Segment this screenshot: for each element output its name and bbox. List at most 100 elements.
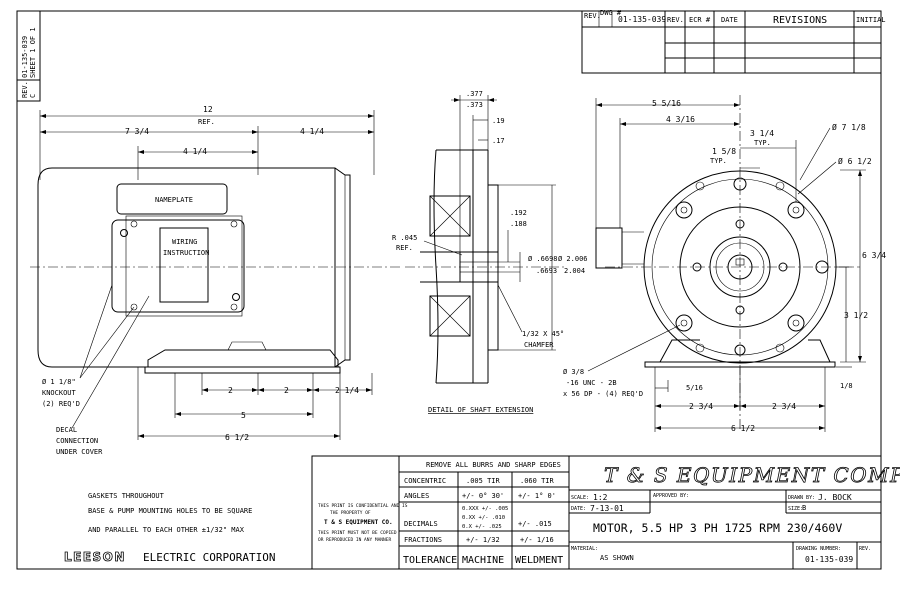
decal-label-2: CONNECTION [56,437,98,445]
rev-header-initial: INITIAL [856,16,886,24]
rev-header-ecr: ECR # [689,16,711,24]
tol-row-concentric-machine: .005 TIR [466,477,501,485]
dim-2006: Ø 2.006 [558,255,588,263]
general-notes: GASKETS THROUGHOUT BASE & PUMP MOUNTING … [88,492,252,534]
nameplate [116,183,228,215]
dim-158: 1 5/8 [712,147,736,156]
date-label: DATE: [571,506,586,512]
dim-234-left: 2 3/4 [689,402,713,411]
dim-6698: Ø .6698 [528,255,558,263]
approved-label: APPROVED BY: [653,493,689,499]
drawn-value: J. BOCK [818,493,852,502]
dim-314-typ: TYP. [754,139,771,147]
leeson-brand-rest: ELECTRIC CORPORATION [143,551,275,564]
dim-516: 5/16 [686,384,703,392]
scale-label: SCALE: [571,495,589,501]
dim-inner-length: 4 1/4 [183,147,207,156]
company-name: T & S EQUIPMENT COMPANY [604,463,900,487]
confidential-line-2: THE PROPERTY OF [330,510,371,516]
note-line-3: AND PARALLEL TO EACH OTHER ±1/32" MAX [88,526,245,534]
tol-row-decimals-machine-b: 0.XX +/- .010 [462,515,505,521]
tol-row-angles-label: ANGLES [404,492,429,500]
side-margin-block: 01-135-039 SHEET 1 OF 1 REV. C [16,10,41,102]
rev-dwg-number: 01-135-039 [618,15,666,24]
tol-row-angles-weldment: +/- 1° 0' [518,492,556,500]
dim-634: 6 3/4 [862,251,886,260]
side-drawing-number: 01-135-039 [21,36,29,78]
tol-row-concentric-weldment: .060 TIR [520,477,555,485]
tap-note-3: x 56 DP - (4) REQ'D [563,390,643,398]
dia-612: Ø 6 1/2 [838,156,872,166]
dim-18: 1/8 [840,382,853,390]
dim-2004: 2.004 [564,267,585,275]
side-rev-value: C [29,94,37,98]
shaft-detail: .377 .373 .19 .17 .192 .188 Ø .6698 .669… [392,90,588,414]
knockout-label-1: Ø 1 1/8" [42,378,76,386]
dim-373: .373 [466,101,483,109]
dim-overall-length: 12 [203,105,213,114]
rev-header-revisions: REVISIONS [773,15,827,26]
tol-row-concentric-label: CONCENTRIC [404,477,446,485]
tol-row-decimals-weldment: +/- .015 [518,520,552,528]
note-line-1: GASKETS THROUGHOUT [88,492,165,500]
nameplate-label: NAMEPLATE [155,196,193,204]
dim-234-right: 2 3/4 [772,402,796,411]
radius-label-2: REF. [396,244,413,252]
side-view: 12 REF. 7 3/4 4 1/4 4 1/4 NAMEPLATE WIRI… [30,105,400,456]
tol-row-fractions-machine: +/- 1/32 [466,536,500,544]
rev-header-date: DATE [721,16,738,24]
wiring-label-1: WIRING [172,238,197,246]
size-value: B [802,504,806,512]
dim-158-typ: TYP. [710,157,727,165]
dim-right-length: 4 1/4 [300,127,324,136]
tol-footer-weldment: WELDMENT [515,555,563,566]
confidential-line-4: OR REPRODUCED IN ANY MANNER [318,537,391,543]
title-block: T & S EQUIPMENT COMPANY SCALE: 1:2 DATE:… [568,455,900,570]
size-label: SIZE: [788,506,803,512]
scale-value: 1:2 [593,493,608,502]
dim-612-bottom: 6 1/2 [731,424,755,433]
dim-left-length: 7 3/4 [125,127,149,136]
note-line-2: BASE & PUMP MOUNTING HOLES TO BE SQUARE [88,507,252,515]
tol-row-fractions-label: FRACTIONS [404,536,442,544]
decal-label-3: UNDER COVER [56,448,103,456]
confidential-line-1: THIS PRINT IS CONFIDENTIAL AND IS [318,503,408,509]
rev-header-rev: REV. [584,12,601,20]
tol-row-decimals-label: DECIMALS [404,520,438,528]
dim-base-2: 2 [284,386,289,395]
tap-note-1: Ø 3/8 [563,368,584,376]
material-value: AS SHOWN [600,554,634,562]
dim-base-3: 2 1/4 [335,386,359,395]
dim-6693: .6693 [536,267,557,275]
dim-overall-ref: REF. [198,118,215,126]
dim-312: 3 1/2 [844,311,868,320]
tolerance-block: REMOVE ALL BURRS AND SHARP EDGES CONCENT… [311,455,570,570]
drawing-number-value: 01-135-039 [805,555,853,564]
tolerance-header: REMOVE ALL BURRS AND SHARP EDGES [426,461,561,469]
end-view: 5 5/16 4 3/16 3 1/4 TYP. 1 5/8 TYP. Ø 7 … [563,95,886,433]
decal-label-1: DECAL [56,426,77,434]
tap-note-2: -16 UNC - 2B [566,379,617,387]
dim-4316: 4 3/16 [666,115,695,124]
leeson-brand: LEESON [64,550,126,564]
drawn-label: DRAWN BY: [788,495,815,501]
rev-header-dwg: DWG # [600,9,622,17]
date-value: 7-13-01 [590,504,624,513]
radius-label-1: R .045 [392,234,417,242]
dim-17: .17 [492,137,505,145]
tol-row-decimals-machine-a: 0.XXX +/- .005 [462,506,508,512]
dim-314: 3 1/4 [750,129,774,138]
chamfer-label-1: 1/32 X 45° [522,330,564,338]
dim-188: .188 [510,220,527,228]
confidential-company: T & S EQUIPMENT CO. [324,519,393,526]
revisions-block: REV. DWG # 01-135-039 REV. ECR # DATE RE… [581,9,886,74]
drawing-number-label: DRAWING NUMBER: [796,546,841,552]
shaft-detail-caption: DETAIL OF SHAFT EXTENSION [428,406,533,414]
knockout-label-2: KNOCKOUT [42,389,77,397]
dia-718: Ø 7 1/8 [832,122,866,132]
dim-5516: 5 5/16 [652,99,681,108]
dim-377: .377 [466,90,483,98]
tol-row-fractions-weldment: +/- 1/16 [520,536,554,544]
dim-base-4: 5 [241,411,246,420]
